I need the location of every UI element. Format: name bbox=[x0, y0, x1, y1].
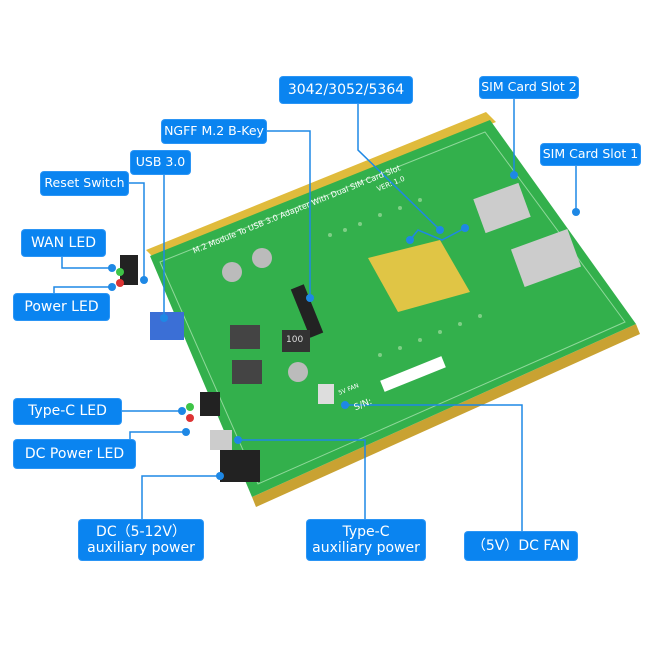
label-reset-switch: Reset Switch bbox=[41, 172, 128, 195]
label-dc-aux-line2: auxiliary power bbox=[87, 540, 195, 556]
label-wan-led: WAN LED bbox=[22, 230, 105, 256]
label-usb: USB 3.0 bbox=[131, 151, 190, 174]
inductor-marking: 100 bbox=[286, 335, 304, 345]
label-dc-aux-line1: DC（5-12V） bbox=[96, 523, 186, 540]
label-typec-aux-line2: auxiliary power bbox=[312, 540, 420, 556]
label-modules: 3042/3052/5364 bbox=[280, 77, 412, 103]
label-typec-aux-line1: Type-C bbox=[342, 523, 390, 540]
label-dc-aux-power: DC（5-12V） auxiliary power bbox=[79, 520, 203, 560]
label-typec-aux-power: Type-C auxiliary power bbox=[307, 520, 425, 560]
label-dc-fan: （5V）DC FAN bbox=[465, 532, 577, 560]
label-ngff: NGFF M.2 B-Key bbox=[162, 120, 266, 143]
label-power-led: Power LED bbox=[14, 294, 109, 320]
label-typec-led: Type-C LED bbox=[14, 399, 121, 424]
label-dc-power-led: DC Power LED bbox=[14, 440, 135, 468]
label-sim-slot-2: SIM Card Slot 2 bbox=[480, 77, 578, 98]
label-sim-slot-1: SIM Card Slot 1 bbox=[541, 144, 640, 165]
